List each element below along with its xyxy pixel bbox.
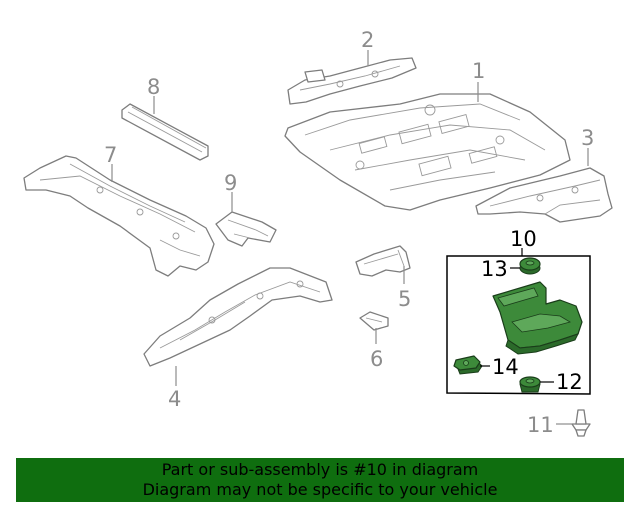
callout-2: 2 (361, 28, 374, 52)
callout-14: 14 (492, 355, 519, 379)
part-3-side-rail (475, 167, 613, 223)
part-7-side-member (23, 155, 215, 277)
callout-11: 11 (527, 413, 554, 437)
part-8-crossmember (121, 103, 209, 161)
part-14-nut-clip (453, 355, 483, 375)
part-9-bracket (215, 211, 277, 247)
leader-lines (111, 50, 589, 425)
info-banner: Part or sub-assembly is #10 in diagram D… (16, 458, 624, 502)
callout-5: 5 (398, 287, 411, 311)
banner-line-2: Diagram may not be specific to your vehi… (142, 480, 498, 499)
part-11-clip (571, 409, 591, 437)
part-13-grommet (519, 257, 541, 275)
callout-10: 10 (510, 227, 537, 251)
part-10-undercover (492, 281, 583, 355)
part-12-clip (519, 376, 541, 393)
callout-4: 4 (168, 387, 181, 411)
callout-9: 9 (224, 171, 237, 195)
callout-7: 7 (104, 143, 117, 167)
callout-12: 12 (556, 370, 583, 394)
callout-1: 1 (472, 59, 485, 83)
part-6-plate (359, 311, 389, 331)
part-1-floor-pan (284, 93, 571, 211)
part-4-rear-side-member (143, 267, 333, 367)
banner-line-1: Part or sub-assembly is #10 in diagram (161, 460, 479, 479)
callout-13: 13 (481, 257, 508, 281)
part-2-floor-bracket (287, 57, 417, 105)
part-5-bracket (355, 245, 411, 277)
callout-3: 3 (581, 126, 594, 150)
callout-8: 8 (147, 75, 160, 99)
callout-6: 6 (370, 347, 383, 371)
